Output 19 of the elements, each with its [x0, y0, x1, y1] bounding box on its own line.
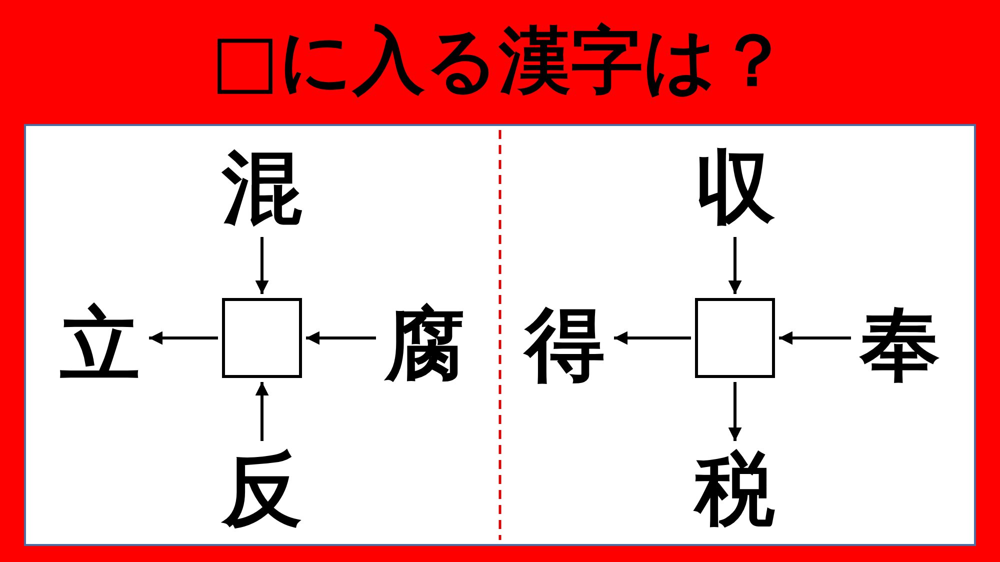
kanji-character: 混 [217, 143, 307, 233]
arrow [779, 331, 851, 345]
arrow [728, 382, 742, 441]
kanji-character: 反 [217, 445, 307, 535]
answer-box [695, 298, 775, 378]
title: □に入る漢字は？ [210, 17, 790, 104]
answer-box [222, 298, 302, 378]
arrow [614, 331, 691, 345]
kanji-character: 税 [690, 445, 780, 535]
kanji-character: 収 [690, 143, 780, 233]
kanji-character: 奉 [855, 300, 945, 390]
arrow [728, 237, 742, 294]
arrow [306, 331, 376, 345]
kanji-character: 腐 [380, 300, 470, 390]
kanji-character: 得 [520, 300, 610, 390]
arrow [255, 237, 269, 294]
arrow [149, 331, 218, 345]
kanji-character: 立 [55, 300, 145, 390]
arrow [255, 382, 269, 441]
